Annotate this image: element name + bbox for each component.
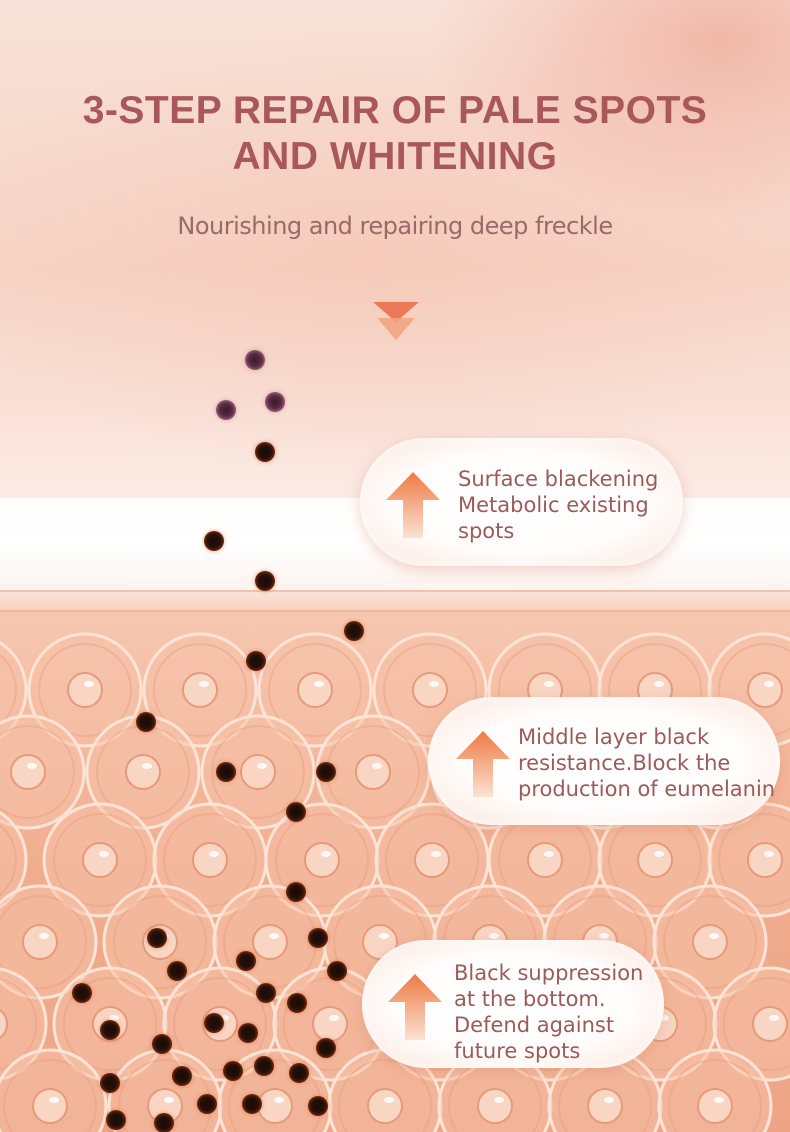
down-chevron-icon — [373, 302, 419, 340]
melanin-dot — [308, 1096, 328, 1116]
melanin-dot — [154, 1113, 174, 1132]
melanin-dot — [265, 392, 285, 412]
melanin-dot — [136, 712, 156, 732]
melanin-dot — [204, 1013, 224, 1033]
melanin-dot — [287, 993, 307, 1013]
melanin-dot — [238, 1023, 258, 1043]
melanin-dot — [236, 951, 256, 971]
melanin-dot — [256, 983, 276, 1003]
title-line-2: AND WHITENING — [232, 135, 558, 178]
step-3-text: Black suppression at the bottom. Defend … — [454, 961, 644, 1063]
melanin-dot — [242, 1094, 262, 1114]
melanin-dot — [327, 961, 347, 981]
page-title: 3-STEP REPAIR OF PALE SPOTS AND WHITENIN… — [0, 88, 790, 180]
up-arrow-icon — [386, 472, 440, 538]
melanin-dot — [246, 651, 266, 671]
melanin-dot — [147, 928, 167, 948]
melanin-dot — [255, 571, 275, 591]
skin-layer-divider — [0, 610, 790, 612]
melanin-dot — [254, 1056, 274, 1076]
melanin-dot — [286, 882, 306, 902]
title-line-1: 3-STEP REPAIR OF PALE SPOTS — [82, 89, 708, 132]
up-arrow-icon — [456, 731, 510, 797]
melanin-dot — [197, 1094, 217, 1114]
melanin-dot — [72, 983, 92, 1003]
melanin-dot — [289, 1063, 309, 1083]
melanin-dot — [245, 350, 265, 370]
up-arrow-icon — [388, 974, 442, 1040]
page-subtitle: Nourishing and repairing deep freckle — [177, 212, 613, 240]
melanin-dot — [100, 1073, 120, 1093]
step-2-text: Middle layer black resistance.Block the … — [518, 725, 776, 801]
melanin-dot — [167, 961, 187, 981]
step-1-text: Surface blackening Metabolic existing sp… — [458, 467, 659, 543]
melanin-dot — [316, 1038, 336, 1058]
skin-layer-band — [0, 592, 790, 610]
skin-layer-divider — [0, 590, 790, 592]
melanin-dot — [204, 531, 224, 551]
melanin-dot — [216, 400, 236, 420]
melanin-dot — [152, 1034, 172, 1054]
melanin-dot — [286, 802, 306, 822]
melanin-dot — [100, 1020, 120, 1040]
melanin-dot — [106, 1110, 126, 1130]
melanin-dot — [316, 762, 336, 782]
melanin-dot — [308, 928, 328, 948]
melanin-dot — [216, 762, 236, 782]
step-callout-bottom: Black suppression at the bottom. Defend … — [362, 940, 664, 1068]
step-callout-surface: Surface blackening Metabolic existing sp… — [360, 438, 683, 566]
melanin-dot — [172, 1066, 192, 1086]
melanin-dot — [344, 621, 364, 641]
melanin-dot — [223, 1061, 243, 1081]
melanin-dot — [255, 442, 275, 462]
step-callout-middle: Middle layer black resistance.Block the … — [428, 697, 780, 825]
